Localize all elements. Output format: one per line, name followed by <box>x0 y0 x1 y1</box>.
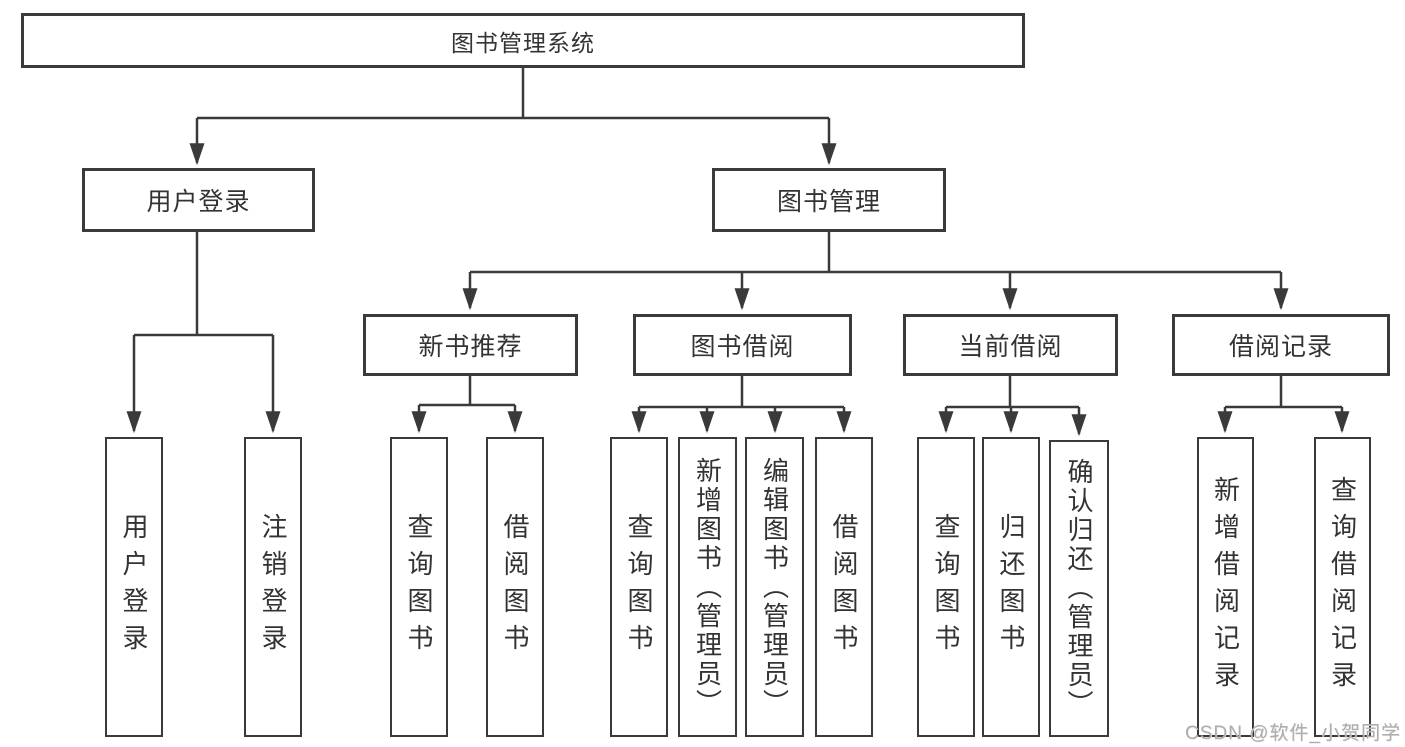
node-label: 图书借阅 <box>690 333 795 361</box>
node-current-borrow: 当前借阅 <box>903 314 1118 376</box>
connector-tree <box>126 68 1350 437</box>
node-label: 借阅记录 <box>1228 333 1333 361</box>
node-records-add-record: 新增借阅记录 <box>1197 437 1254 737</box>
node-label: 当前借阅 <box>958 333 1063 361</box>
connector-trunks <box>134 68 1342 409</box>
node-label: 新书推荐 <box>418 333 523 361</box>
node-label: 新增借阅记录 <box>1210 476 1241 698</box>
node-current-return-books: 归还图书 <box>982 437 1040 737</box>
node-label: 新增图书（管理员） <box>692 456 723 718</box>
node-borrow-edit-books-admin: 编辑图书（管理员） <box>745 437 804 737</box>
node-label: 确认归还（管理员） <box>1064 458 1094 719</box>
node-label: 用户登录 <box>119 513 149 661</box>
node-label: 借阅图书 <box>500 513 530 661</box>
node-recommend-query-books: 查询图书 <box>390 437 448 737</box>
node-label: 注销登录 <box>258 513 288 661</box>
node-label: 图书管理系统 <box>451 29 595 56</box>
node-label: 查询图书 <box>624 513 654 661</box>
node-label: 图书管理 <box>776 188 881 216</box>
node-current-confirm-return-admin: 确认归还（管理员） <box>1049 440 1109 737</box>
node-book-borrow: 图书借阅 <box>633 314 852 376</box>
node-borrow-borrow-books: 借阅图书 <box>815 437 873 737</box>
node-label: 归还图书 <box>996 513 1026 661</box>
node-label: 查询图书 <box>931 513 961 661</box>
node-root-system: 图书管理系统 <box>21 13 1025 68</box>
node-new-book-recommend: 新书推荐 <box>363 314 578 376</box>
node-book-management: 图书管理 <box>712 168 946 232</box>
node-borrow-query-books: 查询图书 <box>610 437 668 737</box>
csdn-watermark: CSDN @软件_小贺同学 <box>1185 723 1401 744</box>
node-label: 编辑图书（管理员） <box>759 456 790 718</box>
node-borrow-records: 借阅记录 <box>1172 314 1390 376</box>
node-borrow-add-books-admin: 新增图书（管理员） <box>678 437 737 737</box>
node-leaf-user-login: 用户登录 <box>105 437 163 737</box>
node-recommend-borrow-books: 借阅图书 <box>486 437 544 737</box>
node-records-query-record: 查询借阅记录 <box>1314 437 1371 737</box>
node-leaf-logout: 注销登录 <box>244 437 302 737</box>
node-label: 查询借阅记录 <box>1327 476 1358 698</box>
node-label: 用户登录 <box>146 188 251 216</box>
node-current-query-books: 查询图书 <box>917 437 975 737</box>
node-user-login: 用户登录 <box>82 168 315 232</box>
node-label: 查询图书 <box>404 513 434 661</box>
node-label: 借阅图书 <box>829 513 859 661</box>
